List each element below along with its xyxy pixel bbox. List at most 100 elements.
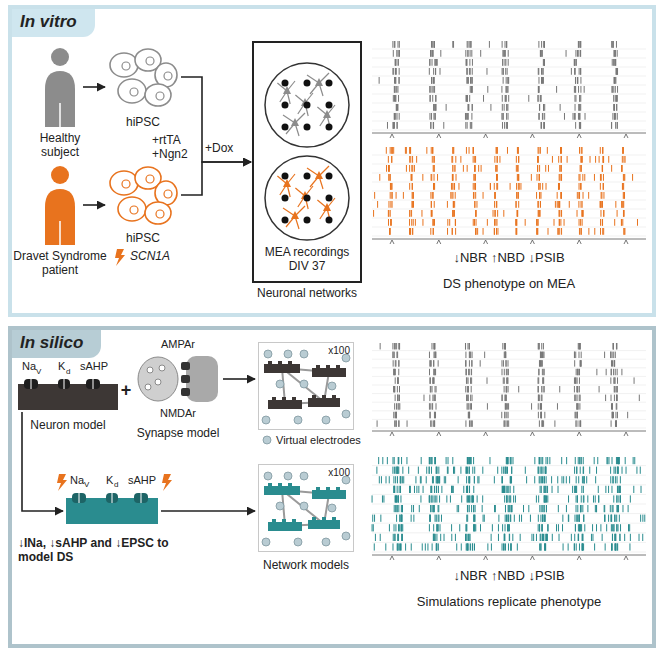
spike: [497, 228, 498, 235]
spike: [445, 476, 446, 483]
spike: [542, 476, 543, 483]
spike: [413, 515, 414, 522]
spike: [431, 486, 432, 493]
spike: [451, 486, 452, 493]
spike: [467, 386, 468, 392]
spike: [621, 369, 622, 375]
spike: [578, 403, 579, 409]
spike: [581, 156, 582, 163]
spike: [502, 486, 503, 493]
spike: [453, 486, 454, 493]
spike: [616, 386, 617, 392]
spike: [634, 457, 635, 464]
spike: [394, 86, 395, 93]
spike: [549, 457, 550, 464]
spike: [504, 412, 505, 418]
spike: [438, 543, 439, 550]
spike: [539, 192, 540, 199]
spike: [378, 457, 379, 464]
spike: [516, 201, 517, 208]
spike: [574, 59, 575, 66]
spike: [397, 50, 398, 57]
raster-row: [372, 410, 646, 411]
spike: [580, 183, 581, 190]
spike: [545, 495, 546, 502]
spike: [505, 524, 506, 531]
spike: [616, 395, 617, 401]
spike: [472, 68, 473, 75]
raster-row: [372, 164, 646, 165]
spike: [435, 412, 436, 418]
spike: [487, 219, 488, 226]
spike: [541, 457, 542, 464]
spike: [507, 369, 508, 375]
spike: [603, 183, 604, 190]
spike: [543, 122, 544, 129]
spike: [438, 476, 439, 483]
spike: [614, 59, 615, 66]
spike: [438, 505, 439, 512]
spike: [429, 403, 430, 409]
spike: [435, 59, 436, 66]
spike: [494, 228, 495, 235]
spike: [484, 515, 485, 522]
spike: [613, 86, 614, 93]
spike: [391, 156, 392, 163]
spike: [517, 165, 518, 172]
spike: [561, 165, 562, 172]
spike: [508, 50, 509, 57]
spike: [447, 219, 448, 226]
time-marker: [390, 432, 394, 436]
spike: [434, 104, 435, 111]
spike: [475, 228, 476, 235]
spike: [508, 515, 509, 522]
spike: [481, 165, 482, 172]
spike: [433, 534, 434, 541]
spike: [402, 505, 403, 512]
spike: [491, 534, 492, 541]
spike: [545, 495, 546, 502]
time-marker: [530, 240, 534, 244]
spike: [544, 352, 545, 358]
spike: [377, 420, 378, 426]
spike: [615, 68, 616, 75]
spike: [543, 467, 544, 474]
spike: [495, 192, 496, 199]
spike: [504, 486, 505, 493]
spike: [432, 543, 433, 550]
spike: [397, 122, 398, 129]
spike: [399, 420, 400, 426]
spike: [435, 386, 436, 392]
spike: [613, 524, 614, 531]
spike: [559, 201, 560, 208]
spike: [392, 343, 393, 349]
spike: [397, 377, 398, 383]
spike: [437, 59, 438, 66]
spike: [440, 50, 441, 57]
spike: [534, 457, 535, 464]
spike: [496, 219, 497, 226]
spike: [540, 403, 541, 409]
spike: [558, 156, 559, 163]
spike: [640, 467, 641, 474]
spike: [538, 467, 539, 474]
spike: [616, 515, 617, 522]
spike: [508, 369, 509, 375]
spike: [596, 505, 597, 512]
spike: [412, 156, 413, 163]
spike: [468, 534, 469, 541]
spike: [562, 515, 563, 522]
spike: [583, 495, 584, 502]
spike: [516, 219, 517, 226]
spike: [610, 377, 611, 383]
time-marker: [530, 432, 534, 436]
spike: [536, 219, 537, 226]
spike: [431, 210, 432, 217]
spike: [458, 183, 459, 190]
spike: [528, 95, 529, 102]
spike: [613, 369, 614, 375]
spike: [575, 377, 576, 383]
spike: [402, 524, 403, 531]
spike: [506, 457, 507, 464]
spike: [516, 228, 517, 235]
